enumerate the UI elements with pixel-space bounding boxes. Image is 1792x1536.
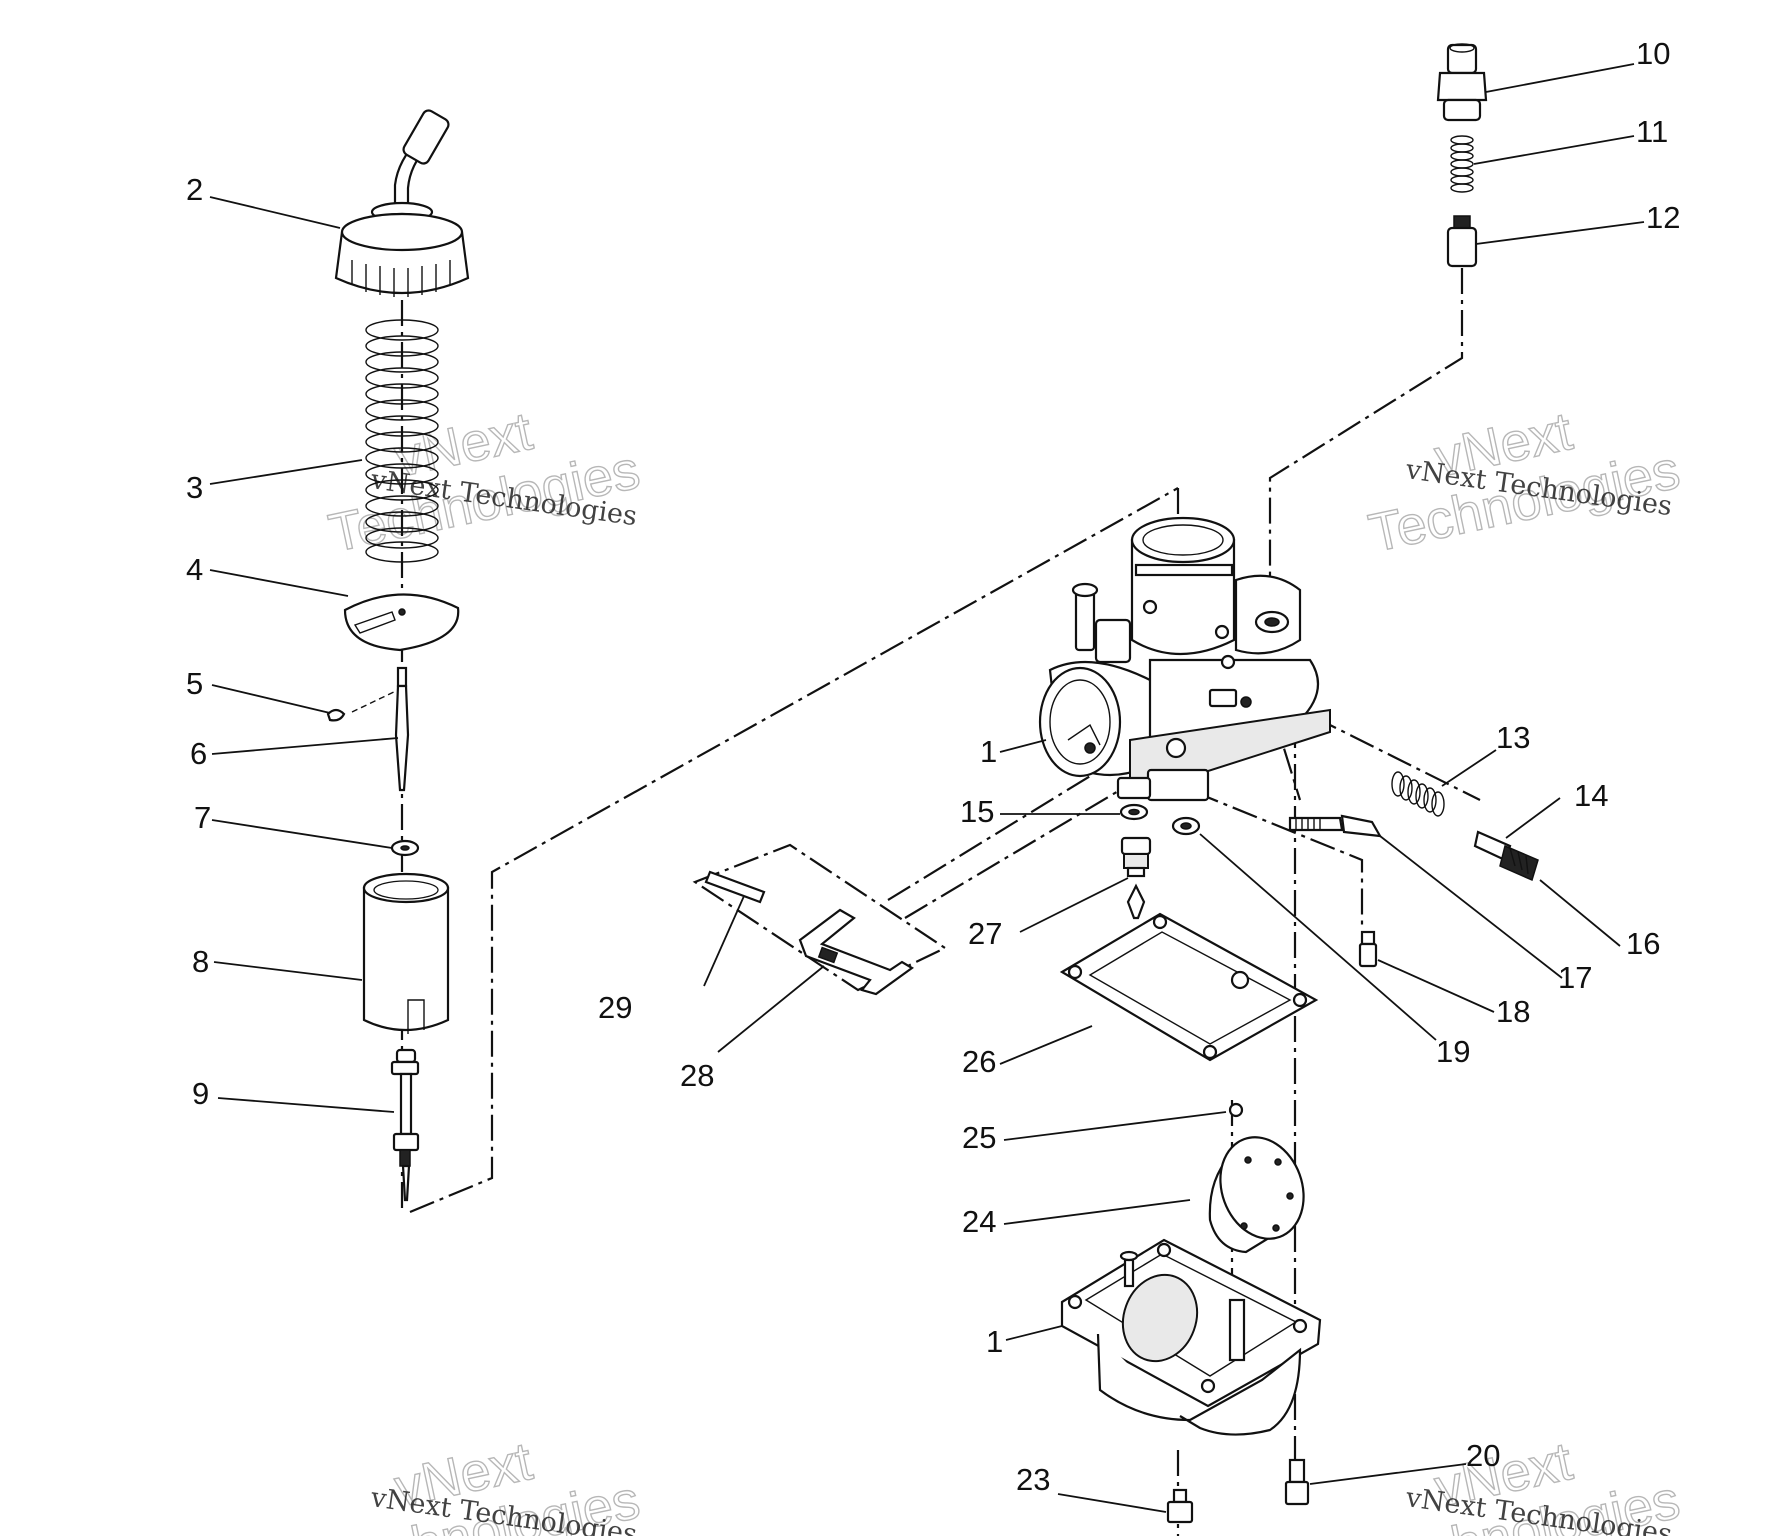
part-8-throttle-slide bbox=[362, 872, 450, 1034]
callout-10: 10 bbox=[1636, 36, 1670, 71]
part-6-jet-needle bbox=[351, 666, 410, 792]
part-11-spring bbox=[1450, 135, 1474, 193]
part-19-washer-hole bbox=[1180, 822, 1192, 830]
callout-3: 3 bbox=[186, 470, 203, 505]
part-4-needle-plate bbox=[343, 593, 460, 652]
callout-6: 6 bbox=[190, 736, 207, 771]
callout-7: 7 bbox=[194, 800, 211, 835]
body-intake-bore bbox=[1038, 666, 1122, 778]
part-1-carburetor-body bbox=[1038, 516, 1331, 802]
callout-14: 14 bbox=[1574, 778, 1608, 813]
part-18-pilot-jet bbox=[1358, 930, 1378, 968]
callout-13: 13 bbox=[1496, 720, 1530, 755]
callout-11: 11 bbox=[1636, 114, 1668, 149]
cap-tube-end bbox=[402, 109, 450, 165]
body-float-chamber-mount bbox=[1146, 768, 1210, 802]
slide-to-body-path bbox=[409, 487, 1179, 1214]
part-23-drain-plug bbox=[1166, 1488, 1194, 1524]
part-9-needle-jet bbox=[390, 1048, 420, 1202]
part-15-o-ring-hole bbox=[1128, 808, 1140, 816]
callout-27: 27 bbox=[968, 916, 1002, 951]
leader-lines bbox=[209, 63, 1645, 1513]
part-13-spring bbox=[1391, 771, 1445, 817]
part-2-cap bbox=[334, 109, 470, 297]
part-25-ball bbox=[1228, 1102, 1244, 1118]
callout-29: 29 bbox=[598, 990, 632, 1025]
callout-12: 12 bbox=[1646, 200, 1680, 235]
callout-26: 26 bbox=[962, 1044, 996, 1079]
part-14-throttle-stop-screw bbox=[1473, 830, 1539, 882]
callout-2: 2 bbox=[186, 172, 203, 207]
cap-top bbox=[340, 212, 464, 252]
callout-18: 18 bbox=[1496, 994, 1530, 1029]
callout-9: 9 bbox=[192, 1076, 209, 1111]
part-27-needle-valve bbox=[1120, 836, 1152, 920]
callout-23: 23 bbox=[1016, 1462, 1050, 1497]
part-10-cap-bolt bbox=[1436, 43, 1488, 122]
part-1-float-bowl bbox=[1060, 1238, 1322, 1436]
callout-4: 4 bbox=[186, 552, 203, 587]
cap-to-body-path bbox=[1268, 268, 1464, 620]
callout-25: 25 bbox=[962, 1120, 996, 1155]
callout-1-body: 1 bbox=[980, 734, 997, 769]
callout-labels: 2 3 4 5 6 7 8 9 10 11 12 1 13 14 15 16 1… bbox=[186, 36, 1680, 1497]
callout-5: 5 bbox=[186, 666, 203, 701]
part-12-plunger bbox=[1446, 215, 1478, 268]
float-pin-frame bbox=[692, 843, 948, 992]
callout-1-bowl: 1 bbox=[986, 1324, 1003, 1359]
body-thread-band bbox=[1134, 563, 1234, 577]
part-7-washer-hole bbox=[400, 845, 410, 851]
part-17-air-screw bbox=[1288, 814, 1383, 838]
part-24-float bbox=[1208, 1136, 1305, 1254]
watermark-top-left: vNext Technologies bbox=[323, 400, 645, 564]
callout-28: 28 bbox=[680, 1058, 714, 1093]
callout-16: 16 bbox=[1626, 926, 1660, 961]
part-20-bolt bbox=[1284, 1458, 1310, 1506]
part-29-float-pin bbox=[704, 870, 766, 904]
body-flange-plate bbox=[1129, 708, 1331, 781]
callout-8: 8 bbox=[192, 944, 209, 979]
callout-19: 19 bbox=[1436, 1034, 1470, 1069]
callout-20: 20 bbox=[1466, 1438, 1500, 1473]
part-28-float-arm bbox=[798, 908, 914, 996]
float-arm-path-2 bbox=[887, 769, 1101, 901]
part-5-clip bbox=[326, 708, 346, 722]
body-left-post bbox=[1074, 588, 1096, 652]
callout-24: 24 bbox=[962, 1204, 996, 1239]
part-26-float-bowl-gasket bbox=[1059, 912, 1319, 1062]
cap-knurling bbox=[351, 260, 451, 297]
callout-17: 17 bbox=[1558, 960, 1592, 995]
part-3-spring bbox=[365, 319, 439, 563]
callout-15: 15 bbox=[960, 794, 994, 829]
